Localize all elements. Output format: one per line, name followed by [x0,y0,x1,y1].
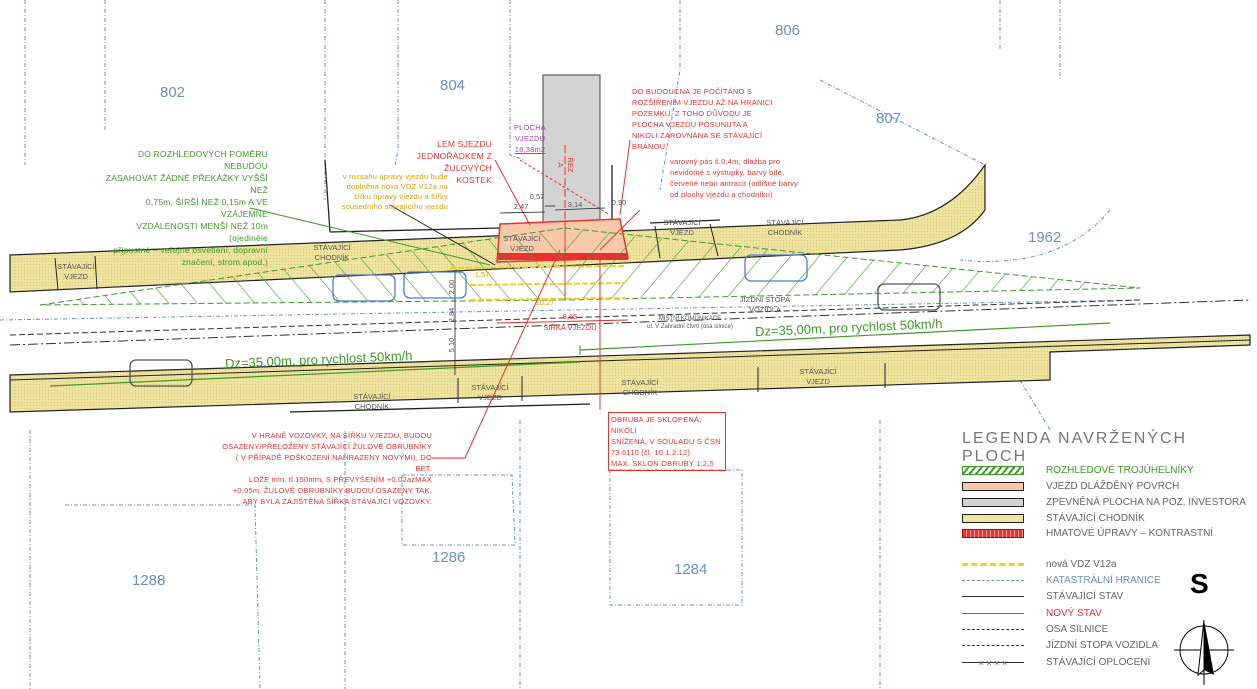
existing-fence [289,159,721,413]
legend-item-existing: STÁVAJÍCÍ STAV [962,589,1123,603]
driveway-label: STÁVAJÍCÍ VJEZD [57,262,95,281]
legend-item-cadastral: KATASTRÁLNÍ HRANICE [962,573,1161,587]
north-arrow-icon [1174,619,1234,685]
legend-item-paved-driveway: VJEZD DLÁŽDĚNÝ POVRCH [962,479,1179,493]
road-label: MÍSTNÍ KOMUNIKACE ul. V Zahradní čtvrti … [647,316,733,330]
legend-item-road-axis: OSA SILNICE [962,622,1108,636]
legend-label: NOVÝ STAV [1046,607,1102,619]
dz-line-upper [579,322,1111,351]
dimension-label: 0,57 [529,192,545,201]
dimension-label: 0,90 [611,198,627,207]
road-axis [9,299,1251,346]
area-label: PLOCHA VJEZDU [513,123,547,143]
dimension-label: 2,00 [447,279,456,295]
legend-label: STÁVAJÍCÍ OPLOCENÍ [1046,656,1151,668]
dz-line-lower [49,361,581,387]
legend-title: LEGENDA NAVRŽENÝCH PLOCH [962,430,1188,465]
dimension-label: 3,14 [567,200,583,209]
sidewalk-label: STÁVAJÍCÍ CHODNÍK [353,392,391,411]
legend-item-sidewalk: STÁVAJÍCÍ CHODNÍK [962,511,1145,525]
top-sidewalk [9,163,986,293]
driveway-label: STÁVAJÍCÍ VJEZD [503,234,541,253]
legend-line [962,628,1024,630]
vdz-note: v rozsahu úpravy vjezdu bude doplněna no… [341,172,448,211]
legend-swatch [962,513,1024,523]
sidewalk-label: STÁVAJÍCÍ CHODNÍK [766,218,804,237]
legend-label: KATASTRÁLNÍ HRANICE [1046,574,1161,586]
legend-label: STÁVAJÍCÍ CHODNÍK [1046,512,1145,524]
driveway-label: STÁVAJÍCÍ VJEZD [471,383,509,402]
driveway-width-label: ŠÍŘKA VJEZDU [543,323,597,332]
parcel-number: 802 [160,84,186,101]
legend-swatch [962,528,1024,538]
driveway-label: STÁVAJÍCÍ VJEZD [663,218,701,237]
legend-item-new: NOVÝ STAV [962,606,1102,620]
sight-triangle-right [564,227,1141,301]
legend-line [962,595,1024,597]
legend-swatch [962,465,1024,475]
legend-line [962,644,1024,646]
dimension-lines [454,205,606,375]
cadastral-boundaries [0,0,1141,689]
dimension-label: 8,65 [562,312,578,321]
legend-label: JÍZDNÍ STOPA VOZIDLA [1046,639,1158,651]
dimension-label: 5,10 [447,337,456,353]
legend-swatch [962,497,1024,507]
legend-label: OSA SILNICE [1046,623,1109,635]
sidewalk-label: STÁVAJÍCÍ CHODNÍK [621,378,659,397]
sidewalk-label: STÁVAJÍCÍ CHODNÍK [313,243,351,262]
vdz-v12a-marking [449,265,626,301]
dimension-label: 2,47 [513,202,529,211]
parcel-number: 1286 [432,549,466,566]
driveway-dividers [54,223,886,403]
driveway-label: STÁVAJÍCÍ VJEZD [799,367,837,386]
legend-label: HMATOVÉ ÚPRAVY – KONTRASTNÍ [1046,527,1214,539]
wheel-track-label: JÍZDNÍ STOPA VOZIDLA [739,295,791,314]
parcel-number: 1962 [1028,229,1062,246]
legend-label: STÁVAJÍCÍ STAV [1046,590,1124,602]
legend-label: ZPEVNĚNÁ PLOCHA NA POZ. INVESTORA [1046,496,1246,508]
investor-area [542,74,601,224]
legend-item-investor-area: ZPEVNĚNÁ PLOCHA NA POZ. INVESTORA [962,495,1246,509]
legend-item-fence: × × × × STÁVAJÍCÍ OPLOCENÍ [962,655,1150,669]
section-label: ŘEZ A [556,157,575,173]
dimension-label: 2,84 [447,307,456,323]
parcel-number: 806 [775,22,801,39]
legend-item-sight-triangles: ROZHLEDOVÉ TROJÚHELNÍKY [962,463,1194,477]
orientation-letter: S [1190,568,1209,599]
legend-item-tactile: HMATOVÉ ÚPRAVY – KONTRASTNÍ [962,526,1213,540]
legend-label: ROZHLEDOVÉ TROJÚHELNÍKY [1046,464,1194,476]
legend-line [962,612,1024,614]
parcel-number: 1288 [132,572,166,589]
dimension-label: 10,27 [535,298,555,307]
dimension-label: 1,57 [474,270,490,279]
sight-triangle-left [39,227,566,306]
warning-strip-note: varovný pás š.0,4m, dlažba pro nevidomé … [670,157,799,199]
bottom-sidewalk [9,334,1251,413]
legend-line [962,579,1024,581]
edge-note: LEM SJEZDU JEDNOŘÁDKEM Z ŽULOVÝCH KOSTEK [416,139,492,185]
legend-item-vdz: nová VDZ V12a [962,557,1117,571]
leader-lines [432,139,641,459]
parcel-number: 807 [876,110,902,127]
legend-label: VJEZD DLÁŽDĚNÝ POVRCH [1046,480,1180,492]
curb-note: V HRANĚ VOZOVKY, NA ŠÍŘKU VJEZDU, BUDOU … [222,431,432,506]
legend-line: × × × × [962,658,1024,667]
curb-tilt-note: OBRUBA JE SKLOPENÁ, NIKOLI SNÍŽENÁ, V SO… [608,412,726,471]
legend-swatch [962,481,1024,491]
area-value: 18,38m2 [514,145,546,154]
parcel-number: 1284 [674,561,708,578]
legend-line [962,562,1024,566]
vehicles [129,254,941,387]
future-extension-note: DO BUDOUCNA JE POČÍTÁNO S ROZŠÍŘENÍM VJE… [632,87,773,151]
legend-item-wheel-track: JÍZDNÍ STOPA VOZIDLA [962,638,1158,652]
sight-distance-note: DO ROZHLEDOVÝCH POMĚRU NEBUDOU ZASAHOVAT… [105,149,268,267]
parcel-number: 804 [440,77,466,94]
legend-label: nová VDZ V12a [1046,558,1117,570]
